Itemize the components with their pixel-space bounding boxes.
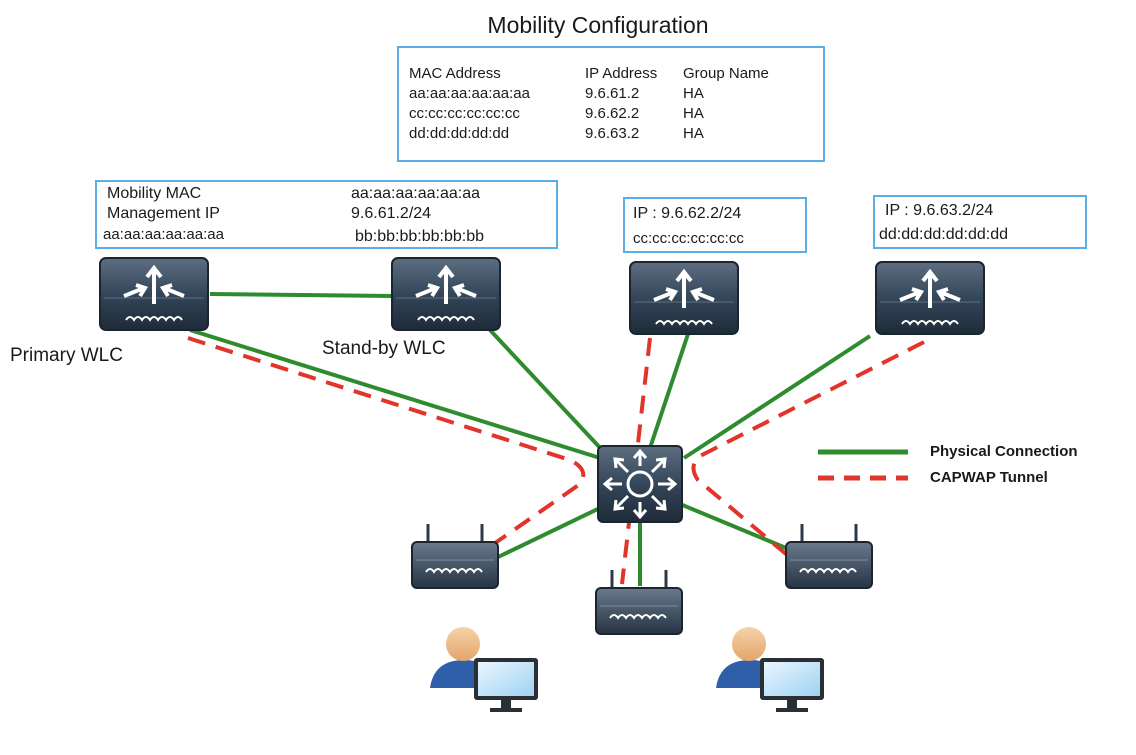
user-pc-icon-left [430, 627, 538, 712]
physical-link-standby-switch [488, 328, 606, 454]
table-cell: HA [683, 125, 704, 142]
capwap-tunnel-wlc63-ap-right [691, 340, 925, 556]
controller-63-info-box: IP : 9.6.63.2/24 dd:dd:dd:dd:dd:dd [873, 195, 1087, 249]
table-row: aa:aa:aa:aa:aa:aa 9.6.61.2 HA [409, 84, 769, 104]
table-cell: 9.6.61.2 [585, 85, 640, 102]
standby-wlc-label: Stand-by WLC [322, 338, 446, 359]
wlc-62-icon [628, 260, 740, 336]
legend-physical-label: Physical Connection [930, 443, 1078, 460]
controller-63-mac: dd:dd:dd:dd:dd:dd [879, 226, 1009, 243]
physical-link-wlc62-switch [648, 333, 690, 449]
wlc-63-icon [874, 260, 986, 336]
table-cell: aa:aa:aa:aa:aa:aa [409, 85, 530, 102]
diagram-title: Mobility Configuration [487, 12, 709, 38]
controller-62-mac: cc:cc:cc:cc:cc:cc [633, 230, 744, 247]
table-cell: 9.6.63.2 [585, 125, 640, 142]
access-point-icon-right [784, 522, 874, 590]
mobility-config-table: MAC Address IP Address Group Name aa:aa:… [397, 46, 825, 162]
primary-wlc-icon [98, 256, 210, 332]
table-cell: 9.6.62.2 [585, 105, 640, 122]
table-row: cc:cc:cc:cc:cc:cc 9.6.62.2 HA [409, 104, 769, 124]
header-mac: MAC Address [409, 65, 501, 82]
mobility-mac-value: aa:aa:aa:aa:aa:aa [351, 185, 481, 202]
access-point-icon-left [410, 522, 500, 590]
controller-62-info-box: IP : 9.6.62.2/24 cc:cc:cc:cc:cc:cc [623, 197, 807, 253]
switch-icon [597, 445, 683, 523]
physical-link-ap-right-switch [679, 502, 787, 550]
header-ip: IP Address [585, 65, 658, 82]
physical-link-primary-switch [189, 328, 601, 460]
management-ip-value: 9.6.61.2/24 [351, 205, 432, 222]
mobility-mac-label: Mobility MAC [107, 185, 202, 202]
controller-63-ip: IP : 9.6.63.2/24 [885, 202, 994, 219]
standby-wlc-icon [390, 256, 502, 332]
table-cell: HA [683, 85, 704, 102]
physical-link-ap-left-switch [495, 504, 605, 560]
table-cell: cc:cc:cc:cc:cc:cc [409, 105, 520, 122]
primary-mac: aa:aa:aa:aa:aa:aa [103, 226, 224, 243]
capwap-tunnel-primary-ap-left [187, 336, 586, 550]
table-row: dd:dd:dd:dd:dd 9.6.63.2 HA [409, 124, 769, 144]
standby-mac: bb:bb:bb:bb:bb:bb [355, 228, 485, 245]
primary-wlc-label: Primary WLC [10, 345, 123, 366]
management-ip-label: Management IP [107, 205, 220, 222]
table-cell: HA [683, 105, 704, 122]
legend-capwap-label: CAPWAP Tunnel [930, 469, 1048, 486]
table-header-row: MAC Address IP Address Group Name [409, 64, 769, 84]
user-pc-icon-right [716, 627, 824, 712]
controller-62-ip: IP : 9.6.62.2/24 [633, 205, 742, 222]
wlc-pair-info-box: Mobility MAC aa:aa:aa:aa:aa:aa Managemen… [95, 180, 558, 249]
header-group: Group Name [683, 65, 769, 82]
table-cell: dd:dd:dd:dd:dd [409, 125, 510, 142]
physical-link-wlc63-switch [682, 334, 872, 460]
physical-link-primary-standby [209, 292, 393, 298]
